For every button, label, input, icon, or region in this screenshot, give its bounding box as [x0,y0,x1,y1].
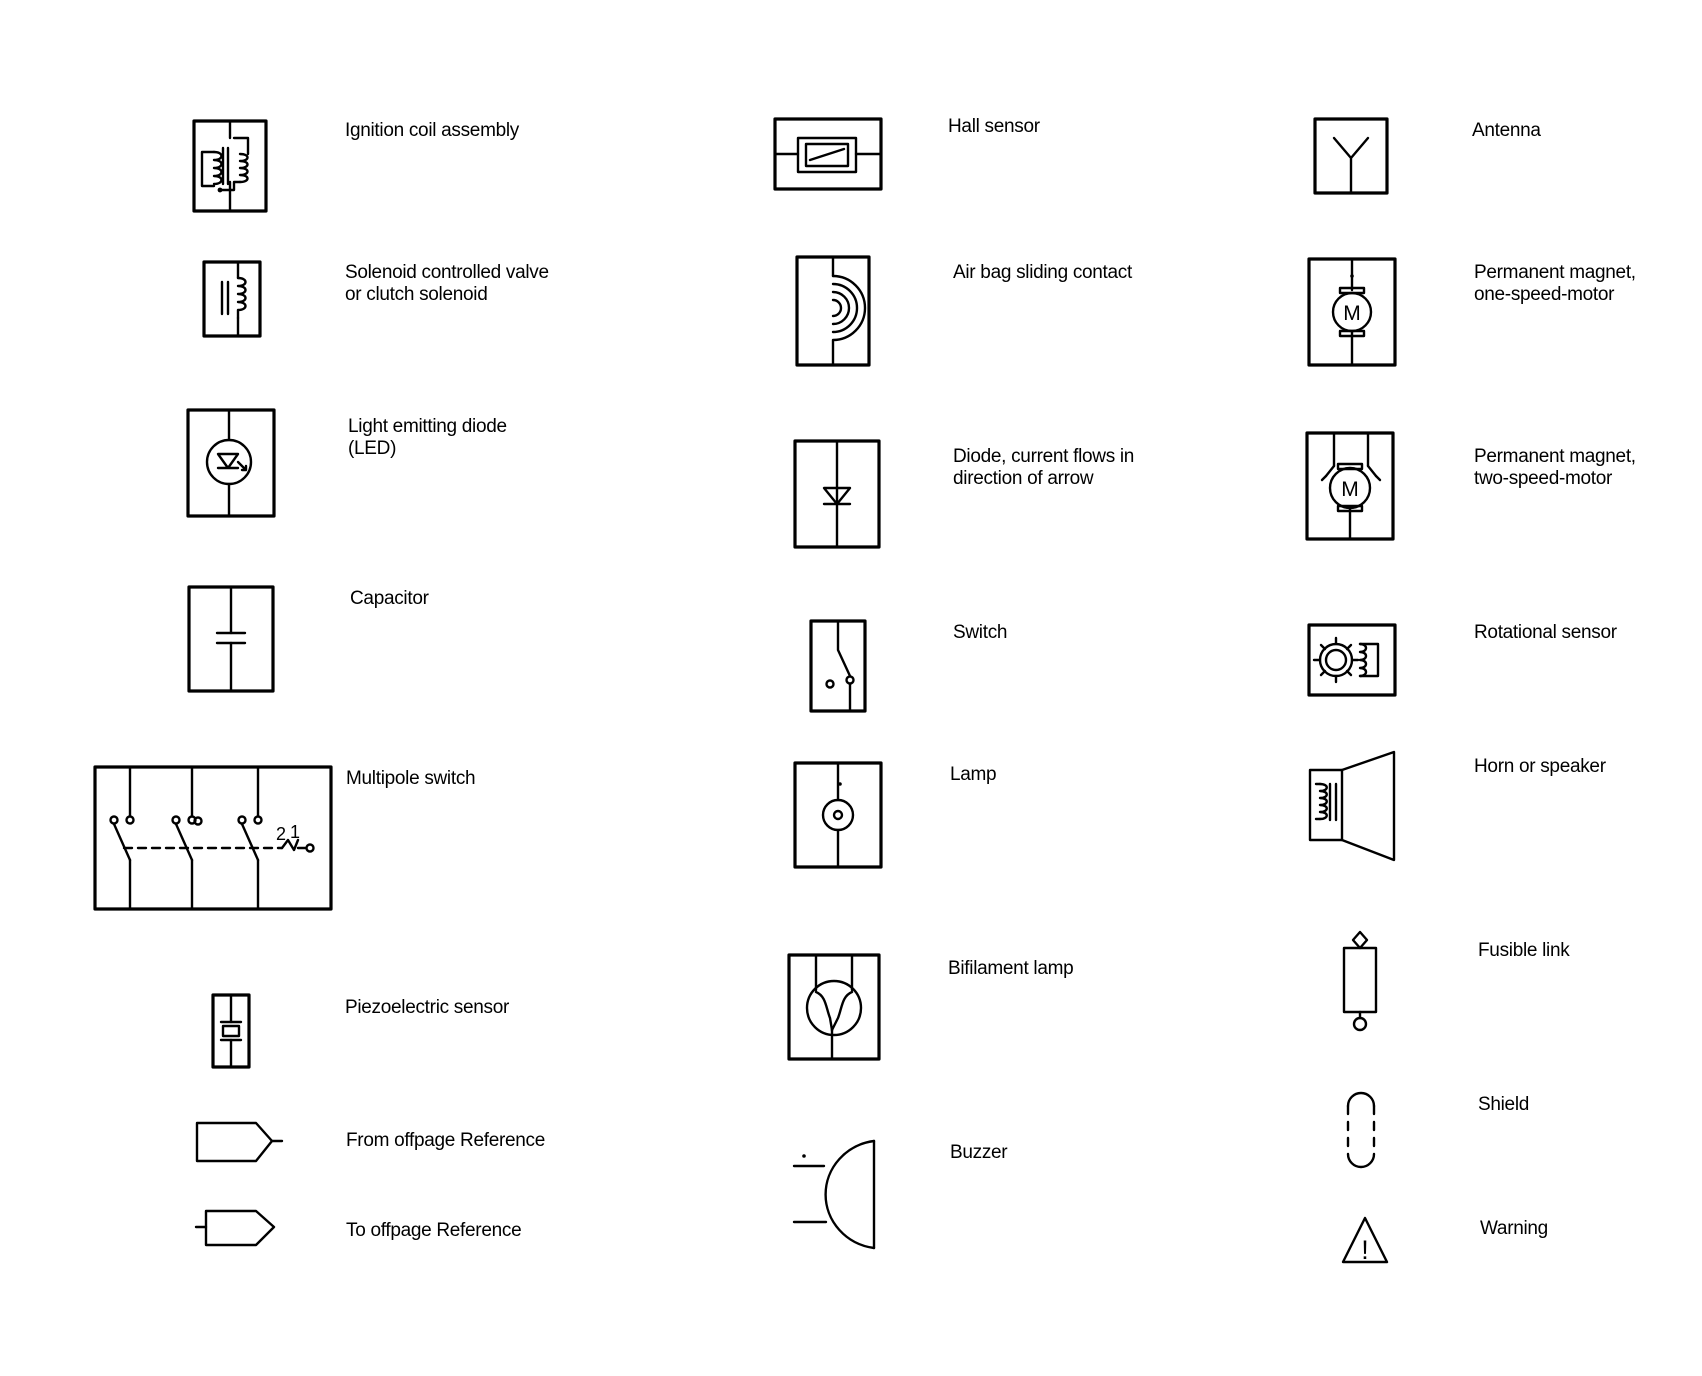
rotational-sensor-icon [1307,623,1397,697]
warning-label: Warning [1480,1218,1548,1239]
piezoelectric-sensor-label: Piezoelectric sensor [345,997,510,1018]
lamp-label: Lamp [950,764,997,785]
one-speed-motor-icon: M [1307,257,1397,367]
ignition-coil-icon [192,119,268,213]
antenna-icon [1313,117,1389,195]
warning-exclamation: ! [1361,1235,1369,1265]
bifilament-lamp-label: Bifilament lamp [948,958,1074,979]
switch-icon [809,619,867,713]
diode-label: Diode, current flows in direction of arr… [953,446,1135,489]
from-offpage-reference-label: From offpage Reference [346,1130,545,1151]
fusible-link-icon [1342,930,1378,1032]
lamp-icon [793,761,883,869]
rotational-sensor-label: Rotational sensor [1474,622,1617,643]
solenoid-valve-icon [202,260,262,338]
horn-speaker-icon [1308,750,1396,862]
fusible-link-label: Fusible link [1478,940,1570,961]
airbag-sliding-contact-label: Air bag sliding contact [953,262,1132,283]
antenna-label: Antenna [1472,120,1541,141]
switch-label: Switch [953,622,1008,643]
two-speed-motor-icon: M [1305,431,1395,541]
shield-label: Shield [1478,1094,1530,1115]
to-offpage-reference-icon [194,1209,276,1247]
buzzer-label: Buzzer [950,1142,1008,1163]
multipole-position-1: 1 [290,822,300,842]
airbag-sliding-contact-icon [795,255,871,367]
multipole-switch-icon: 2 1 [93,765,333,911]
solenoid-valve-label: Solenoid controlled valve or clutch sole… [345,262,549,305]
warning-icon: ! [1341,1216,1389,1265]
one-speed-motor-label: Permanent magnet, one-speed-motor [1474,262,1636,305]
two-speed-motor-label: Permanent magnet, two-speed-motor [1474,446,1636,489]
led-label: Light emitting diode (LED) [348,416,507,459]
motor-two-letter: M [1341,478,1359,501]
capacitor-icon [187,585,275,693]
capacitor-label: Capacitor [350,588,429,609]
buzzer-icon [792,1139,876,1250]
hall-sensor-label: Hall sensor [948,116,1040,137]
multipole-switch-label: Multipole switch [346,768,476,789]
hall-sensor-icon [773,117,883,191]
ignition-coil-label: Ignition coil assembly [345,120,519,141]
multipole-position-2: 2 [276,824,286,844]
diode-icon [793,439,881,549]
bifilament-lamp-icon [787,953,881,1061]
to-offpage-reference-label: To offpage Reference [346,1220,522,1241]
motor-one-letter: M [1343,302,1361,325]
led-icon [186,408,276,518]
from-offpage-reference-icon [195,1121,284,1163]
piezoelectric-sensor-icon [211,993,251,1069]
shield-icon [1346,1091,1376,1169]
horn-speaker-label: Horn or speaker [1474,756,1606,777]
